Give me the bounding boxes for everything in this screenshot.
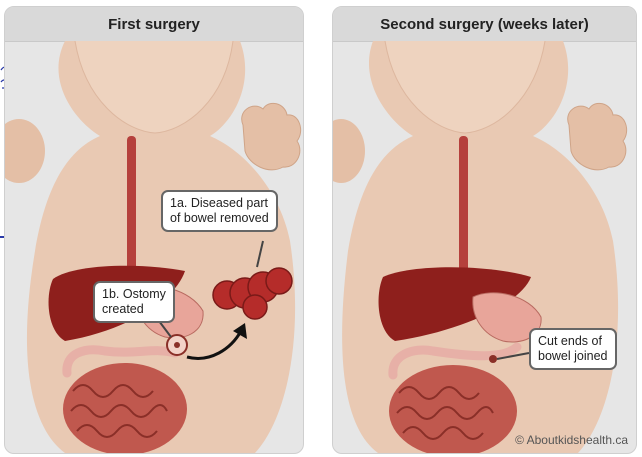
baby-chin: [74, 41, 234, 134]
first-surgery-illustration: [5, 41, 302, 453]
second-surgery-illustration: [333, 41, 628, 453]
callout-bowel-joined: Cut ends of bowel joined: [529, 328, 617, 370]
panel-title: First surgery: [5, 7, 303, 42]
copyright-credit: © Aboutkidshealth.ca: [515, 433, 628, 447]
left-hand: [333, 119, 365, 183]
intestine-coils: [70, 384, 168, 438]
callout-line: Cut ends of: [538, 334, 602, 348]
callout-diseased-bowel: 1a. Diseased part of bowel removed: [161, 190, 278, 232]
right-hand: [241, 102, 302, 171]
large-bowel-rejoined: [388, 342, 522, 380]
right-hand: [567, 102, 628, 171]
handwriting-mark: [0, 236, 6, 238]
panel-second-surgery: Second surgery (weeks later) Cut ends of…: [332, 6, 637, 454]
callout-line: bowel joined: [538, 349, 608, 363]
baby-chin: [384, 41, 546, 134]
callout-pointer-joined: [496, 352, 530, 360]
removal-arrow: [186, 330, 243, 360]
left-hand: [5, 119, 45, 183]
intestine-coils: [396, 386, 494, 440]
callout-line: of bowel removed: [170, 211, 269, 225]
callout-line: 1b. Ostomy: [102, 287, 166, 301]
callout-line: 1a. Diseased part: [170, 196, 268, 210]
joined-site: [489, 355, 497, 363]
callout-line: created: [102, 302, 144, 316]
liver: [378, 267, 531, 341]
esophagus: [127, 136, 136, 286]
removal-arrowhead: [233, 323, 247, 339]
small-intestine: [63, 363, 187, 453]
panel-title: Second surgery (weeks later): [333, 7, 636, 42]
ostomy-opening: [174, 342, 180, 348]
large-bowel: [62, 345, 180, 378]
esophagus: [459, 136, 468, 286]
callout-ostomy: 1b. Ostomy created: [93, 281, 175, 323]
callout-pointer-diseased: [256, 240, 264, 268]
panel-first-surgery: First surgery: [4, 6, 304, 454]
diseased-bowel: [212, 267, 293, 320]
